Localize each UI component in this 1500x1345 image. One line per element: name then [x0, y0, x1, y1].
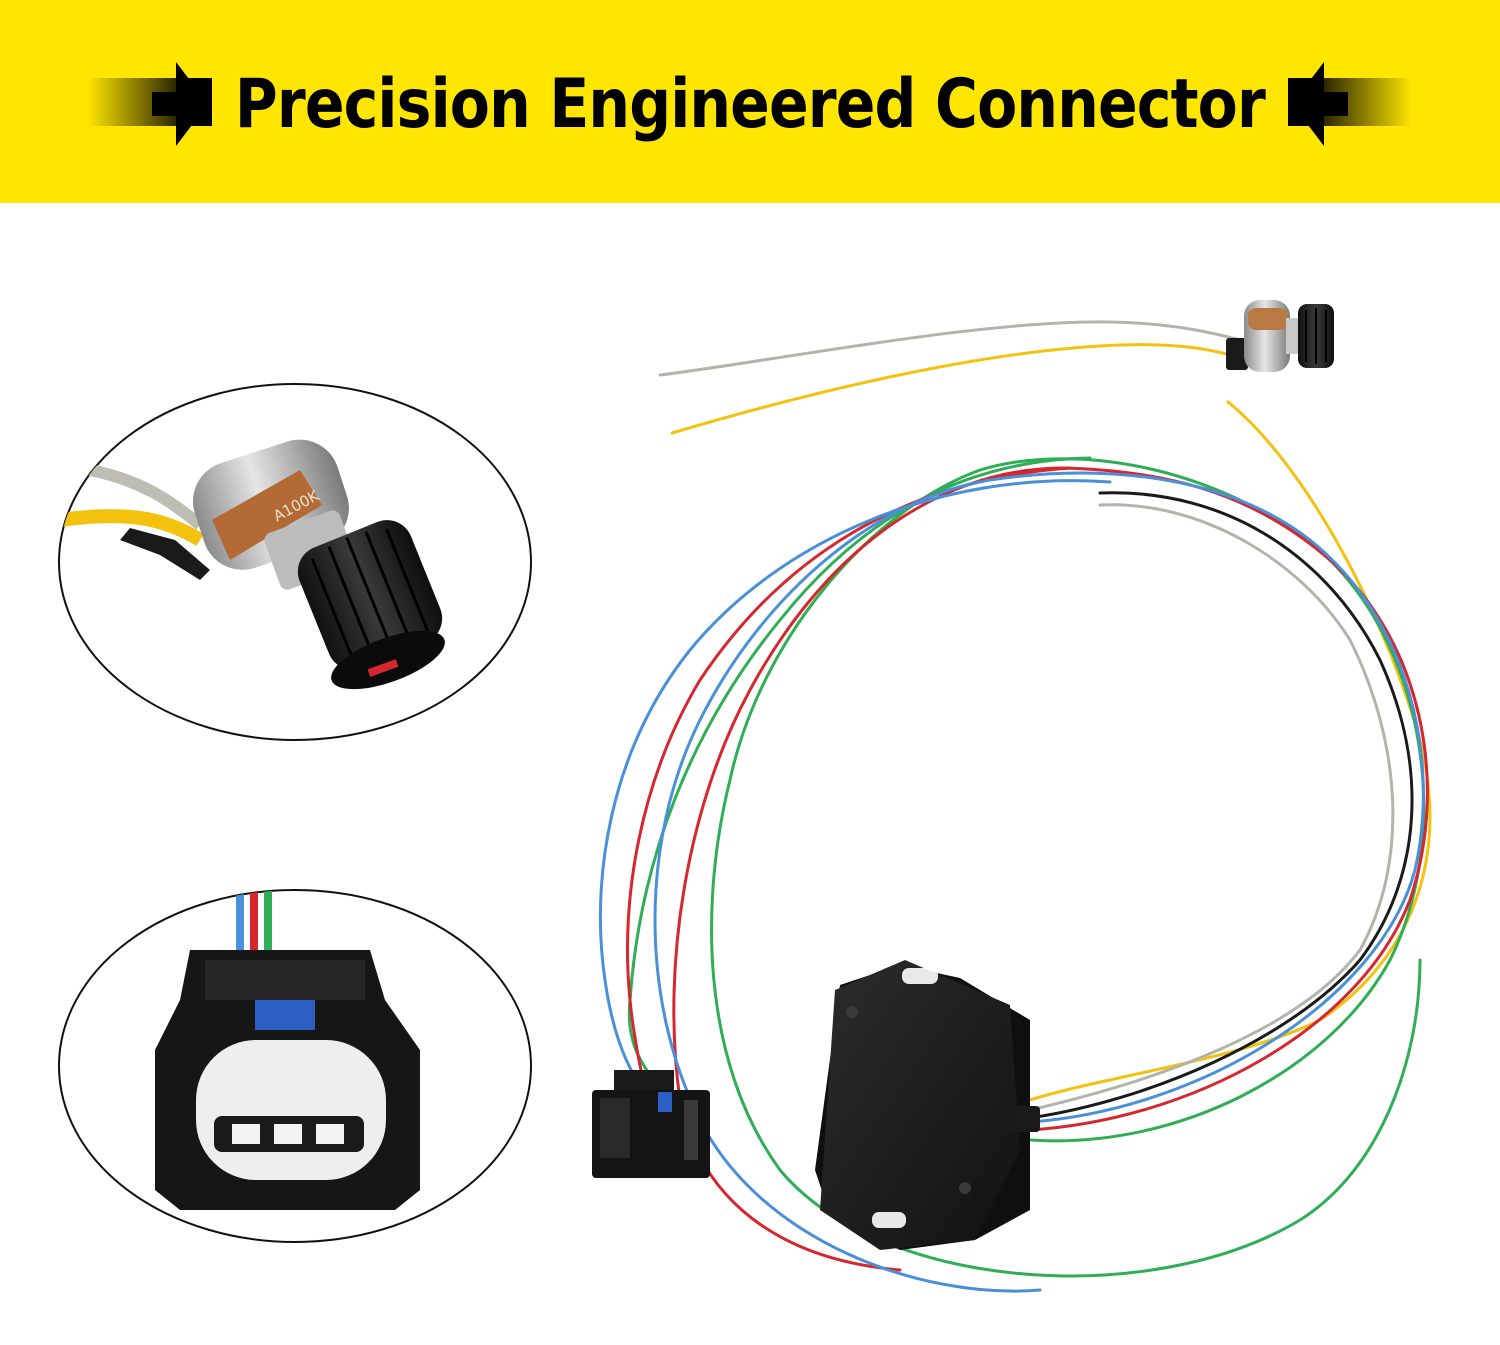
arrow-right-icon: [152, 62, 208, 146]
arrow-left-icon: [1292, 62, 1348, 146]
potentiometer-closeup: A100K: [59, 439, 445, 690]
banner-title-box: Precision Engineered Connector: [212, 58, 1288, 150]
banner-title: Precision Engineered Connector: [234, 64, 1266, 144]
header-banner: Precision Engineered Connector: [0, 0, 1500, 203]
potentiometer: [1226, 300, 1334, 372]
control-module: [815, 960, 1040, 1250]
harness-wires: [598, 400, 1432, 1293]
connector-closeup: [155, 890, 420, 1210]
potentiometer-wires: [658, 320, 1246, 435]
harness-connector: [592, 1070, 710, 1178]
product-photo: A100K: [58, 300, 1432, 1293]
